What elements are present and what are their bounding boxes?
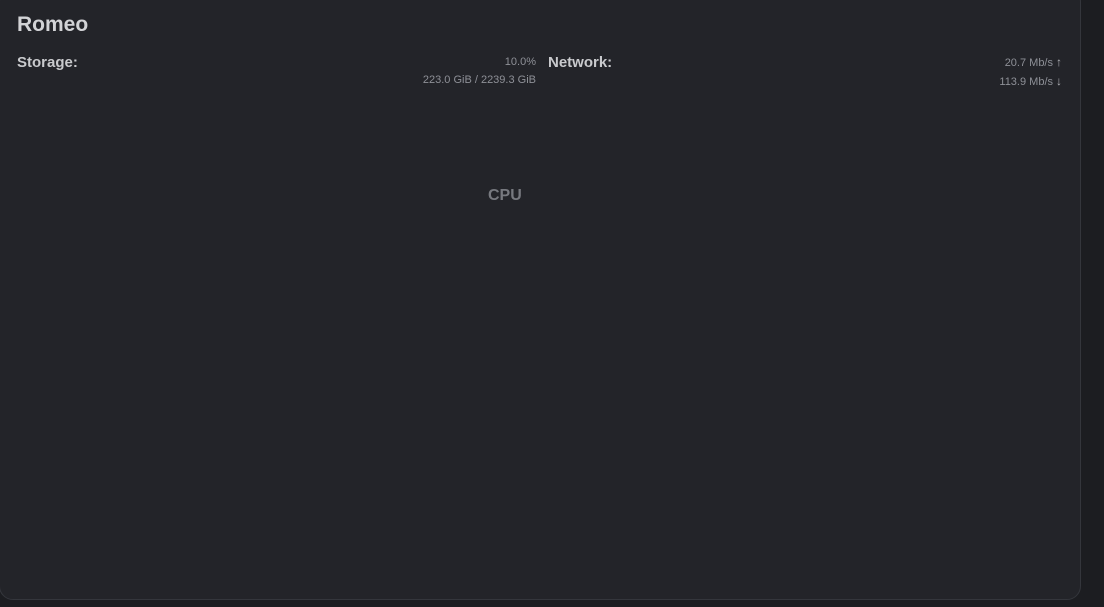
network-values: 20.7 Mb/s↑ 113.9 Mb/s↓ (999, 53, 1062, 91)
storage-values: 10.0% 223.0 GiB / 2239.3 GiB (423, 53, 536, 89)
upload-rate: 20.7 Mb/s (1004, 57, 1053, 69)
node-title: Romeo (17, 13, 89, 36)
network-download: 113.9 Mb/s↓ (999, 72, 1062, 91)
storage-label: Storage: (17, 54, 78, 71)
cpu-chart-label: CPU (488, 187, 522, 204)
arrow-up-icon: ↑ (1056, 55, 1062, 69)
storage-usage: 223.0 GiB / 2239.3 GiB (422, 74, 536, 86)
node-card (0, 0, 1081, 600)
network-label: Network: (548, 54, 613, 71)
network-upload: 20.7 Mb/s↑ (999, 53, 1062, 72)
download-rate: 113.9 Mb/s (999, 76, 1053, 88)
storage-percent: 10.0% (504, 56, 536, 68)
arrow-down-icon: ↓ (1056, 74, 1062, 88)
